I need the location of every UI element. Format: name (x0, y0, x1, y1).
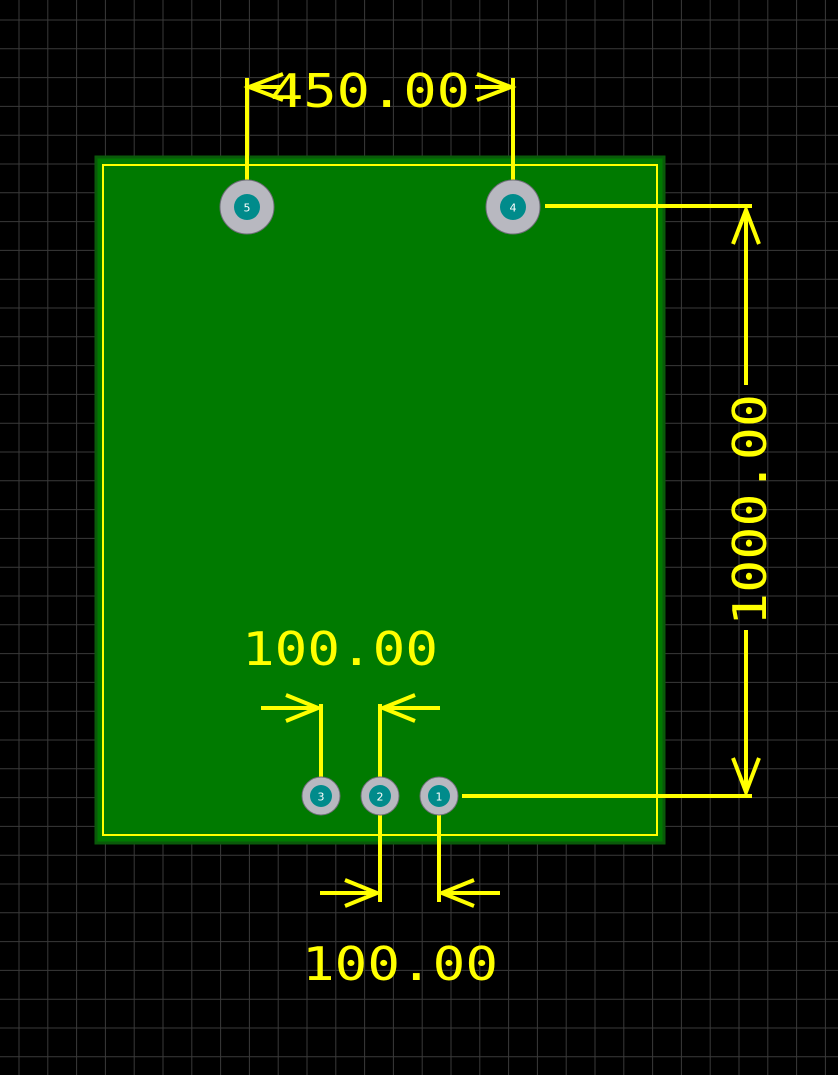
pad-4: 4 (485, 179, 541, 235)
pad-center (500, 194, 526, 220)
dimension-lower-pitch-label: 100.00 (302, 937, 498, 991)
pad-1: 1 (419, 776, 459, 816)
pad-center (428, 785, 450, 807)
pad-center (234, 194, 260, 220)
pad-5: 5 (219, 179, 275, 235)
pad-center (310, 785, 332, 807)
dimension-right (462, 204, 761, 798)
pads: 1 2 3 4 5 (219, 179, 541, 816)
dimension-lower-pitch (320, 813, 500, 908)
dimension-upper-pitch (261, 693, 440, 778)
pad-number: 1 (436, 791, 443, 804)
pad-3: 3 (301, 776, 341, 816)
pad-number: 5 (244, 202, 251, 215)
pad-number: 4 (510, 202, 517, 215)
pad-number: 2 (377, 791, 384, 804)
dimension-right-label: 1000.00 (723, 394, 777, 626)
pad-center (369, 785, 391, 807)
dimension-upper-pitch-label: 100.00 (242, 622, 438, 676)
pad-number: 3 (318, 791, 325, 804)
pad-2: 2 (360, 776, 400, 816)
dimension-top (243, 72, 517, 180)
dimension-top-label: 450.00 (270, 64, 470, 118)
